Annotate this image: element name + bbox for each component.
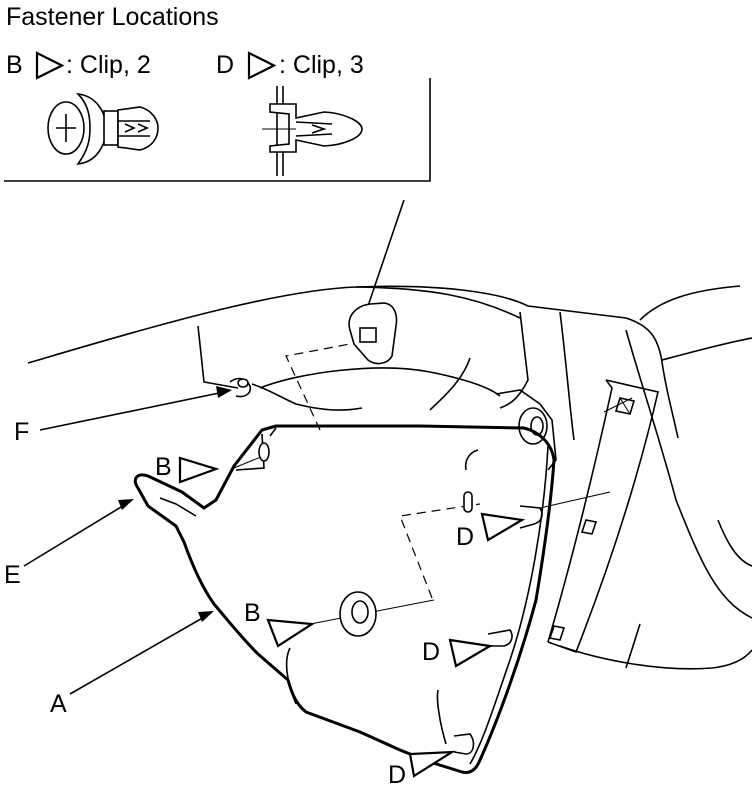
callout-e: E (4, 561, 21, 589)
callout-a: A (50, 690, 67, 718)
leader-lines (23, 386, 232, 695)
callout-d-middle: D (422, 638, 440, 666)
d-upper-triangle-icon (480, 512, 526, 542)
clip-d-illustration (262, 86, 363, 176)
callout-d-upper: D (456, 523, 474, 551)
clip-b-illustration (47, 92, 159, 165)
vehicle-body-outline (27, 199, 752, 670)
callout-f: F (14, 418, 29, 446)
side-trim-strip (547, 379, 659, 654)
legend-key-d: D (216, 51, 234, 79)
legend-text-b: : Clip, 2 (66, 51, 151, 79)
upper-hook-clip (348, 302, 398, 365)
callout-d-lower: D (388, 761, 406, 789)
d-lower-triangle-icon (408, 750, 457, 778)
b-lower-triangle-icon (266, 618, 316, 648)
b-upper-triangle-icon (178, 456, 220, 484)
legend-frame (4, 78, 431, 182)
diagram-title: Fastener Locations (6, 3, 219, 31)
callout-b-lower: B (244, 599, 261, 627)
legend-d-triangle-icon (247, 51, 277, 80)
body-mounting-holes (229, 377, 557, 471)
legend-key-b: B (6, 51, 23, 79)
legend-b-triangle-icon (35, 51, 65, 80)
callout-b-upper: B (155, 453, 172, 481)
alignment-guides (233, 343, 633, 627)
trim-panel-a (133, 424, 556, 774)
legend-text-d: : Clip, 3 (279, 51, 364, 79)
d-middle-triangle-icon (448, 638, 494, 668)
